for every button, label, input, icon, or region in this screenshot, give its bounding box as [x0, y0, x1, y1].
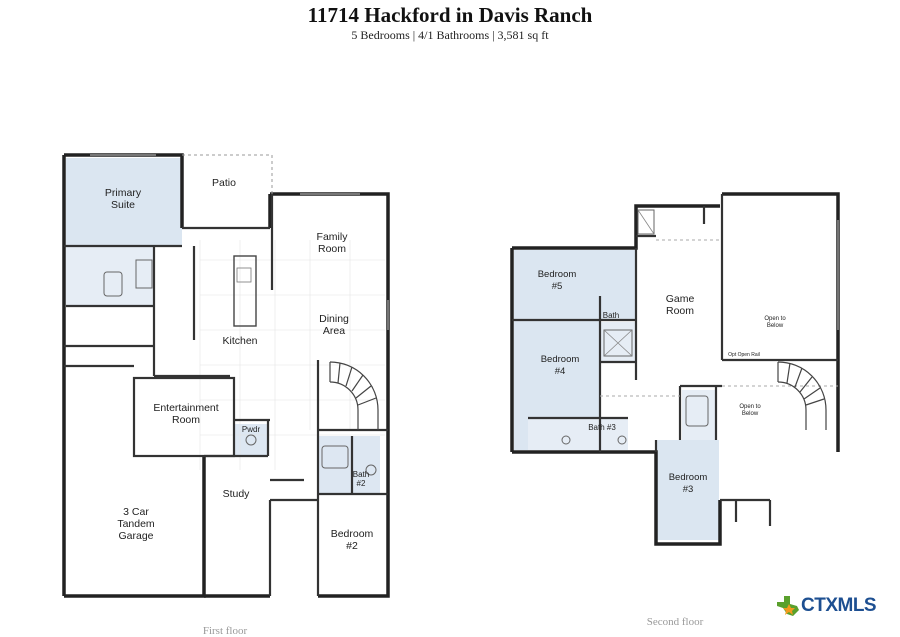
room-patio: Patio [212, 177, 236, 189]
room-study: Study [223, 488, 251, 500]
primary-suite-fill [66, 158, 182, 246]
tile-grid [199, 240, 385, 470]
page-subtitle: 5 Bedrooms | 4/1 Bathrooms | 3,581 sq ft [351, 28, 549, 42]
label-opt-open-rail: Opt Open Rail [728, 352, 760, 358]
page-title: 11714 Hackford in Davis Ranch [307, 3, 593, 27]
room-bedroom5: Bedroom#5 [538, 269, 577, 292]
room-bath: Bath [603, 311, 619, 320]
first-floor-plan [62, 153, 390, 598]
room-pwdr: Pwdr [242, 425, 261, 434]
room-bedroom3: Bedroom#3 [669, 472, 708, 495]
logo-mls-text: MLS [837, 595, 877, 616]
second-floor-label: Second floor [647, 616, 704, 628]
texas-star-icon [777, 596, 799, 616]
first-floor-label: First floor [203, 625, 248, 637]
second-floor-plan [510, 192, 840, 546]
pwdr-fill [234, 424, 268, 456]
room-kitchen: Kitchen [222, 335, 257, 347]
kitchen-island [233, 255, 257, 327]
room-bedroom4: Bedroom#4 [541, 354, 580, 377]
room-bath2: Bath#2 [353, 470, 369, 488]
room-bath3: Bath #3 [588, 423, 616, 432]
room-bedroom2: Bedroom#2 [331, 528, 374, 552]
stair-second [777, 361, 827, 430]
stair-first [329, 361, 379, 430]
primary-bath-fill [66, 246, 154, 306]
logo-ctx-text: CTX [801, 595, 838, 616]
